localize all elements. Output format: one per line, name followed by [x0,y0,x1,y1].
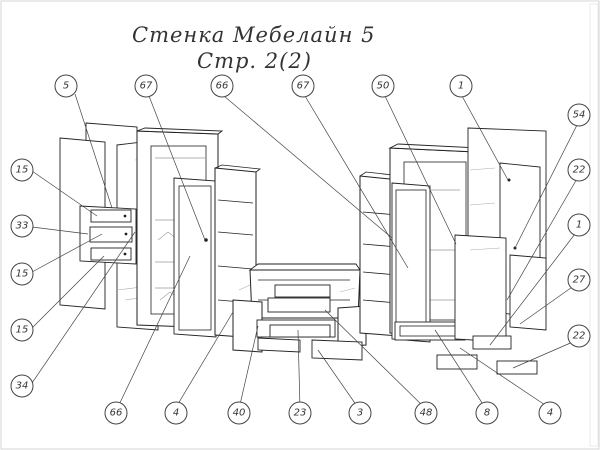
callout-label: 67 [297,81,310,92]
callout-label: 4 [173,408,179,419]
callout-66-top: 66 [210,74,234,98]
callout-4-right: 4 [538,401,562,425]
callout-5: 5 [54,74,78,98]
sheet-title: Стенка Мебелайн 5 [132,23,375,47]
callout-label: 50 [377,81,390,92]
callout-23: 23 [288,401,312,425]
callout-label: 33 [16,221,29,232]
callout-48: 48 [414,401,438,425]
callout-1-top: 1 [449,74,473,98]
callout-label: 22 [573,331,586,342]
callout-label: 15 [16,325,29,336]
callout-label: 1 [576,220,582,231]
callout-15-a: 15 [10,158,34,182]
callout-33: 33 [10,214,34,238]
callout-15-b: 15 [10,262,34,286]
callout-3: 3 [348,401,372,425]
callout-label: 22 [573,165,586,176]
callout-label: 8 [484,408,490,419]
callout-label: 54 [573,110,586,121]
sheet-subtitle: Стр. 2(2) [197,49,312,73]
callout-27: 27 [567,268,591,292]
callout-label: 40 [233,408,246,419]
leader-lines [31,93,579,410]
left-wall-group [59,122,262,339]
callout-67-right: 67 [291,74,315,98]
callout-4-left: 4 [164,401,188,425]
callout-67-left: 67 [134,74,158,98]
right-wall-group [359,127,547,375]
callout-label: 5 [63,81,69,92]
center-tv-unit [232,263,367,361]
callout-label: 48 [420,408,433,419]
callout-label: 1 [458,81,464,92]
callout-66-bottom: 66 [104,401,128,425]
callout-8: 8 [475,401,499,425]
callout-label: 15 [16,269,29,280]
callout-22-lower: 22 [567,324,591,348]
callout-label: 3 [357,408,363,419]
callout-label: 67 [140,81,153,92]
callout-54: 54 [567,103,591,127]
callout-40: 40 [227,401,251,425]
callout-1-right: 1 [567,213,591,237]
callout-22-upper: 22 [567,158,591,182]
callout-label: 66 [216,81,229,92]
callout-label: 4 [547,408,553,419]
callout-label: 23 [294,408,307,419]
callout-label: 15 [16,165,29,176]
callout-50: 50 [371,74,395,98]
callout-label: 27 [573,275,586,286]
callout-15-c: 15 [10,318,34,342]
callout-label: 34 [16,381,29,392]
callout-label: 66 [110,408,123,419]
callout-34: 34 [10,374,34,398]
